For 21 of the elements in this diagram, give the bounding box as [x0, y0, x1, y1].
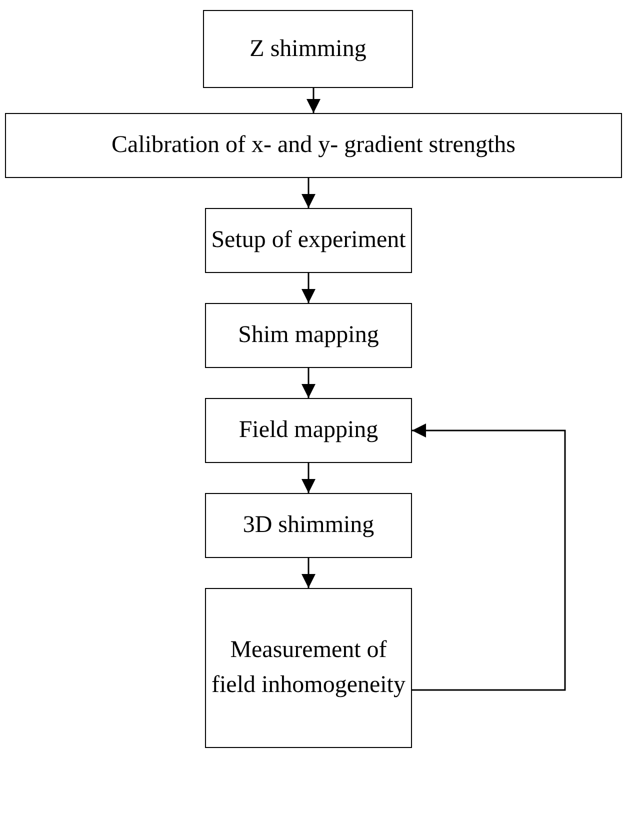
arrow [302, 558, 316, 588]
step-label: Shim mapping [238, 321, 379, 350]
step-label: Z shimming [250, 34, 366, 64]
step-label: Setup of experiment [211, 226, 406, 256]
step-label: Field mapping [238, 416, 378, 446]
arrow [306, 88, 320, 113]
process-box [205, 208, 412, 273]
step-label: 3D shimming [242, 511, 374, 540]
process-box [205, 398, 412, 463]
arrow [302, 273, 316, 303]
process-box [205, 303, 412, 368]
process-box [5, 113, 622, 178]
process-box [205, 493, 412, 558]
step-label: Measurement of field inhomogeneity [210, 636, 406, 700]
arrow [302, 368, 316, 398]
step-label: Calibration of x- and y- gradient strengths [112, 131, 516, 160]
process-box [203, 10, 413, 88]
arrow [412, 424, 566, 691]
arrow [302, 178, 316, 208]
process-box [205, 588, 412, 748]
arrow [302, 463, 316, 493]
